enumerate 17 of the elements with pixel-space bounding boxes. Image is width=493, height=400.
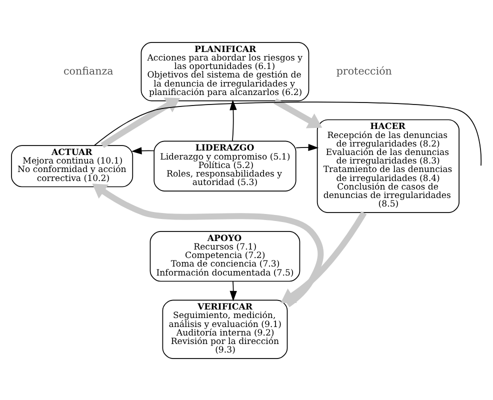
arrow — [230, 99, 237, 141]
node-box: ACTUAR Mejora continua (10.1) No conformidad y acción correctiva (10.2) — [11, 144, 134, 187]
arrow — [92, 183, 324, 307]
arrow — [280, 210, 367, 303]
node-box: LIDERAZGO Liderazgo y compromiso (5.1) Política (5.2) Roles, responsabilidades y autoridad (5.3) — [154, 140, 296, 191]
arrow — [131, 146, 154, 154]
node-box: VERIFICAR Seguimiento, medición, análisis y evaluación (9.1) Auditoría interna (9.2) Revisión por la dirección (9.3) — [162, 299, 288, 358]
node-box: APOYO Recursos (7.1) Competencia (7.2) Toma de conciencia (7.3) Información documentada (7.5) — [150, 230, 300, 282]
connector — [94, 101, 482, 166]
arrow — [296, 143, 319, 151]
arrow — [230, 280, 237, 301]
arrow — [274, 98, 322, 128]
arrow — [100, 97, 180, 148]
node-box: PLANIFICAR Acciones para abordar los riesgos y las oportunidades (6.1) Objetivos del sistema de gestión de la denuncia de irregularidades y planificación para alcanzarlos (6.2) — [140, 42, 310, 101]
label: protección — [336, 64, 392, 77]
label: confianza — [63, 64, 114, 77]
node-box: HACER Recepción de las denuncias de irregularidades (8.2) Evaluación de las denuncias de irregularidades (8.3) Tratamiento de las denuncias de irregularidades (8.4) Conclusión de casos de denuncias de irregularidades (8.5) — [316, 118, 460, 212]
